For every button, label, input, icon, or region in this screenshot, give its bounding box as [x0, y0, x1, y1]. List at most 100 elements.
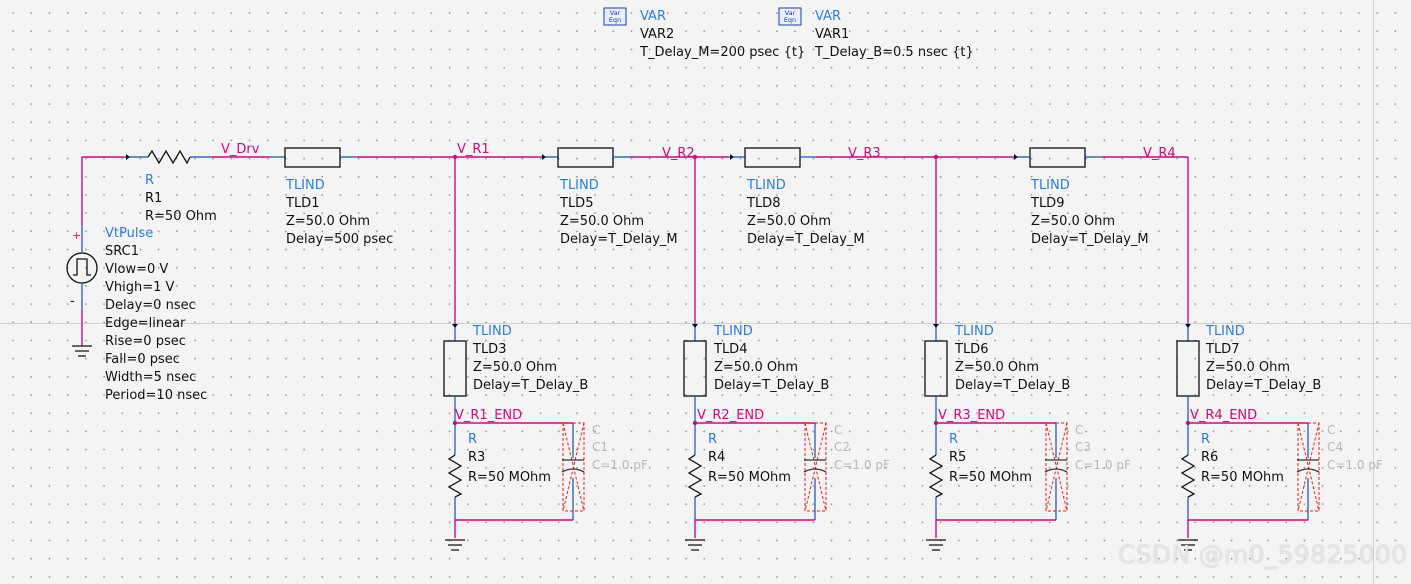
var-block-var2[interactable]: Var Eqn VAR VAR2 T_Delay_M=200 psec {t}	[603, 7, 805, 60]
component-name-label: TLD9	[1030, 196, 1064, 211]
component-name-label: TLD3	[472, 342, 506, 357]
source-param: Width=5 nsec	[105, 370, 196, 385]
component-type-label: C	[834, 423, 842, 437]
component-value-label: R=50 Ohm	[145, 209, 217, 224]
component-name-label: TLD7	[1205, 342, 1239, 357]
source-param: Rise=0 psec	[105, 334, 186, 349]
component-impedance-label: Z=50.0 Ohm	[955, 360, 1039, 375]
ground-icon	[685, 539, 705, 551]
var-expression: T_Delay_B=0.5 nsec {t}	[814, 45, 974, 60]
component-value-label: C=1.0 pF	[1075, 458, 1131, 472]
component-value-label: R=50 MOhm	[1201, 470, 1284, 485]
resistor-r5[interactable]: R R5 R=50 MOhm	[928, 423, 1032, 520]
net-label-v-r1-end[interactable]: V_R1_END	[455, 408, 522, 423]
component-value-label: C=1.0 pF	[834, 458, 890, 472]
branch-2[interactable]: TLIND TLD4 Z=50.0 Ohm Delay=T_Delay_B V_…	[683, 322, 890, 551]
component-type-label: TLIND	[559, 178, 599, 193]
var-eqn-icon-label-top: Var	[785, 9, 796, 17]
source-param: Edge=linear	[105, 316, 186, 331]
net-label-v-r1[interactable]: V_R1	[457, 142, 490, 157]
resistor-r6[interactable]: R R6 R=50 MOhm	[1180, 423, 1284, 520]
component-type-label: C	[1327, 423, 1335, 437]
component-name-label: TLD1	[285, 196, 319, 211]
tline-tld1[interactable]: TLIND TLD1 Z=50.0 Ohm Delay=500 psec	[270, 147, 393, 247]
component-value-label: R=50 MOhm	[949, 470, 1032, 485]
ground-icon	[926, 539, 946, 551]
component-delay-label: Delay=T_Delay_M	[1031, 232, 1149, 247]
ground-icon	[1178, 539, 1198, 551]
component-type-label: C	[592, 423, 600, 437]
net-label-v-r2[interactable]: V_R2	[662, 146, 695, 161]
component-value-label: R=50 MOhm	[468, 470, 551, 485]
component-type-label: R	[708, 432, 717, 447]
net-label-v-r3-end[interactable]: V_R3_END	[938, 408, 1005, 423]
component-delay-label: Delay=T_Delay_B	[473, 378, 588, 393]
canvas-guide-vertical	[1373, 0, 1374, 584]
branch-3[interactable]: TLIND TLD6 Z=50.0 Ohm Delay=T_Delay_B V_…	[924, 322, 1131, 551]
net-junction-v-r2	[692, 154, 698, 160]
tline-tld7[interactable]: TLIND TLD7 Z=50.0 Ohm Delay=T_Delay_B	[1176, 322, 1321, 423]
component-name-label: R5	[949, 450, 966, 465]
var-eqn-icon	[603, 7, 627, 26]
var-eqn-icon-label-bottom: Eqn	[784, 16, 796, 24]
pulse-source-icon	[66, 252, 98, 284]
branch-4[interactable]: TLIND TLD7 Z=50.0 Ohm Delay=T_Delay_B V_…	[1176, 322, 1383, 551]
tline-tld6[interactable]: TLIND TLD6 Z=50.0 Ohm Delay=T_Delay_B	[924, 322, 1070, 423]
component-type-label: R	[1201, 432, 1210, 447]
tline-tld5[interactable]: TLIND TLD5 Z=50.0 Ohm Delay=T_Delay_M	[540, 147, 678, 247]
source-name-label: SRC1	[105, 244, 139, 259]
canvas-guide-horizontal	[0, 323, 1411, 324]
tline-tld8[interactable]: TLIND TLD8 Z=50.0 Ohm Delay=T_Delay_M	[728, 147, 865, 247]
component-type-label: TLIND	[285, 178, 325, 193]
net-label-v-r4[interactable]: V_R4	[1143, 146, 1176, 161]
capacitor-c4[interactable]: C C4 C=1.0 pF	[1296, 422, 1383, 520]
source-minus-terminal: -	[70, 294, 75, 309]
component-name-label: R4	[708, 450, 725, 465]
capacitor-c2[interactable]: C C2 C=1.0 pF	[803, 422, 890, 520]
component-impedance-label: Z=50.0 Ohm	[1206, 360, 1290, 375]
branch-1[interactable]: TLIND TLD3 Z=50.0 Ohm Delay=T_Delay_B V_…	[443, 322, 648, 551]
watermark: CSDN @m0_59825000	[1118, 540, 1408, 569]
resistor-r4[interactable]: R R4 R=50 MOhm	[687, 423, 791, 520]
component-name-label: C2	[834, 440, 850, 454]
component-impedance-label: Z=50.0 Ohm	[286, 214, 370, 229]
voltage-source-src1[interactable]: + - VtPulse SRC1 Vlow=0 V Vhigh=1 V Dela…	[66, 225, 207, 403]
var-block-var1[interactable]: Var Eqn VAR VAR1 T_Delay_B=0.5 nsec {t}	[778, 7, 974, 60]
ground-icon	[445, 539, 465, 551]
var-type-label: VAR	[640, 9, 666, 24]
component-impedance-label: Z=50.0 Ohm	[560, 214, 644, 229]
net-junction-v-r3	[933, 154, 939, 160]
var-expression: T_Delay_M=200 psec {t}	[639, 45, 805, 60]
component-impedance-label: Z=50.0 Ohm	[747, 214, 831, 229]
component-delay-label: Delay=T_Delay_M	[747, 232, 865, 247]
capacitor-c1[interactable]: C C1 C=1.0 pF	[561, 422, 648, 520]
source-type-label: VtPulse	[105, 226, 153, 241]
source-param: Period=10 nsec	[105, 388, 207, 403]
component-name-label: TLD5	[559, 196, 593, 211]
component-name-label: C4	[1327, 440, 1343, 454]
tline-tld4[interactable]: TLIND TLD4 Z=50.0 Ohm Delay=T_Delay_B	[683, 322, 829, 423]
component-name-label: R1	[145, 191, 162, 206]
component-delay-label: Delay=T_Delay_B	[714, 378, 829, 393]
component-name-label: TLD6	[954, 342, 988, 357]
net-label-v-r4-end[interactable]: V_R4_END	[1190, 408, 1257, 423]
component-delay-label: Delay=T_Delay_M	[560, 232, 678, 247]
capacitor-c3[interactable]: C C3 C=1.0 pF	[1044, 422, 1131, 520]
tline-tld9[interactable]: TLIND TLD9 Z=50.0 Ohm Delay=T_Delay_M	[1012, 147, 1149, 247]
tline-tld3[interactable]: TLIND TLD3 Z=50.0 Ohm Delay=T_Delay_B	[443, 322, 588, 423]
component-impedance-label: Z=50.0 Ohm	[1031, 214, 1115, 229]
component-value-label: C=1.0 pF	[1327, 458, 1383, 472]
resistor-r3[interactable]: R R3 R=50 MOhm	[447, 423, 551, 520]
component-type-label: R	[468, 432, 477, 447]
net-label-v-r3[interactable]: V_R3	[848, 146, 881, 161]
main-net-wires[interactable]	[81, 156, 1189, 346]
component-type-label: R	[949, 432, 958, 447]
component-value-label: C=1.0 pF	[592, 458, 648, 472]
source-param: Vhigh=1 V	[105, 280, 175, 295]
resistor-r1[interactable]: R R1 R=50 Ohm	[124, 149, 217, 224]
net-label-v-r2-end[interactable]: V_R2_END	[697, 408, 764, 423]
net-label-v-drv[interactable]: V_Drv	[221, 142, 260, 157]
component-delay-label: Delay=500 psec	[286, 232, 393, 247]
var-eqn-icon	[778, 7, 802, 26]
